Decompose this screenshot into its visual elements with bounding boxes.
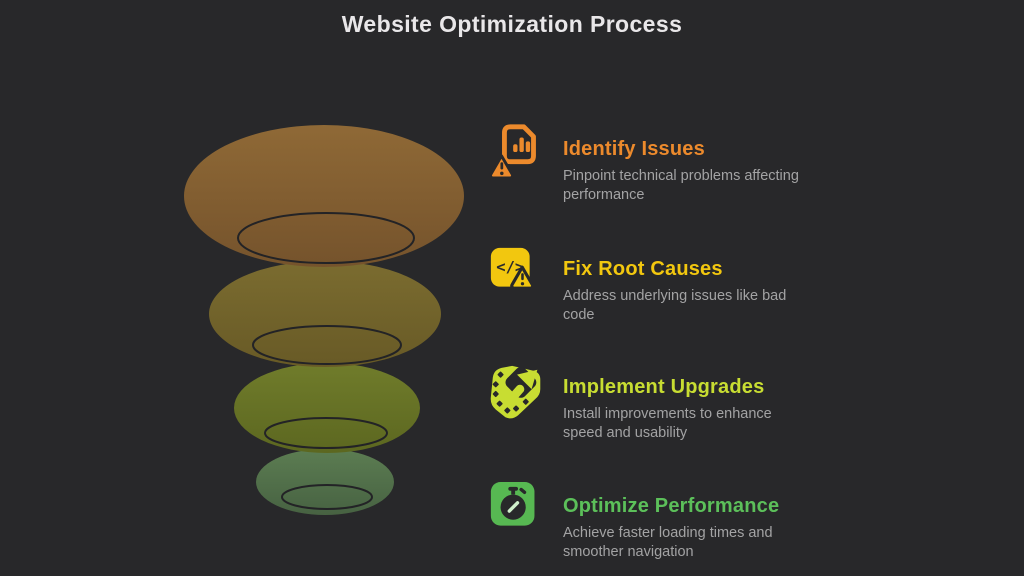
step-description: Achieve faster loading times and smoothe…	[563, 525, 773, 560]
funnel-tier-3	[234, 363, 420, 453]
funnel-tier-1-opening	[237, 212, 415, 264]
step-description: Pinpoint technical problems affecting pe…	[563, 168, 799, 203]
funnel-tier-2-opening	[252, 325, 402, 365]
step-item-identify-issues: Identify Issues Pinpoint technical probl…	[487, 118, 863, 205]
step-item-optimize-performance: Optimize Performance Achieve faster load…	[487, 475, 863, 562]
funnel-tier-4	[256, 449, 394, 515]
step-title: Fix Root Causes	[563, 258, 723, 280]
funnel-tier-2	[209, 261, 441, 367]
step-description: Install improvements to enhance speed an…	[563, 406, 772, 441]
step-title: Optimize Performance	[563, 495, 780, 517]
code-warning-icon: </>	[487, 243, 549, 309]
stopwatch-icon	[487, 479, 549, 545]
funnel-tier-3-opening	[264, 417, 388, 449]
funnel-tier-1	[184, 125, 464, 267]
upgrade-arrow-icon	[487, 361, 549, 427]
step-title: Implement Upgrades	[563, 376, 765, 398]
step-item-implement-upgrades: Implement Upgrades Install improvements …	[487, 356, 863, 443]
step-item-fix-root-causes: </> Fix Root Causes Address underlying i…	[487, 238, 863, 325]
page-title: Website Optimization Process	[341, 11, 683, 37]
step-description: Address underlying issues like bad code	[563, 288, 787, 323]
step-title: Identify Issues	[563, 138, 705, 160]
document-chart-warning-icon	[487, 120, 549, 186]
funnel-tier-4-opening	[281, 484, 373, 510]
svg-text:</>: </>	[496, 258, 524, 276]
